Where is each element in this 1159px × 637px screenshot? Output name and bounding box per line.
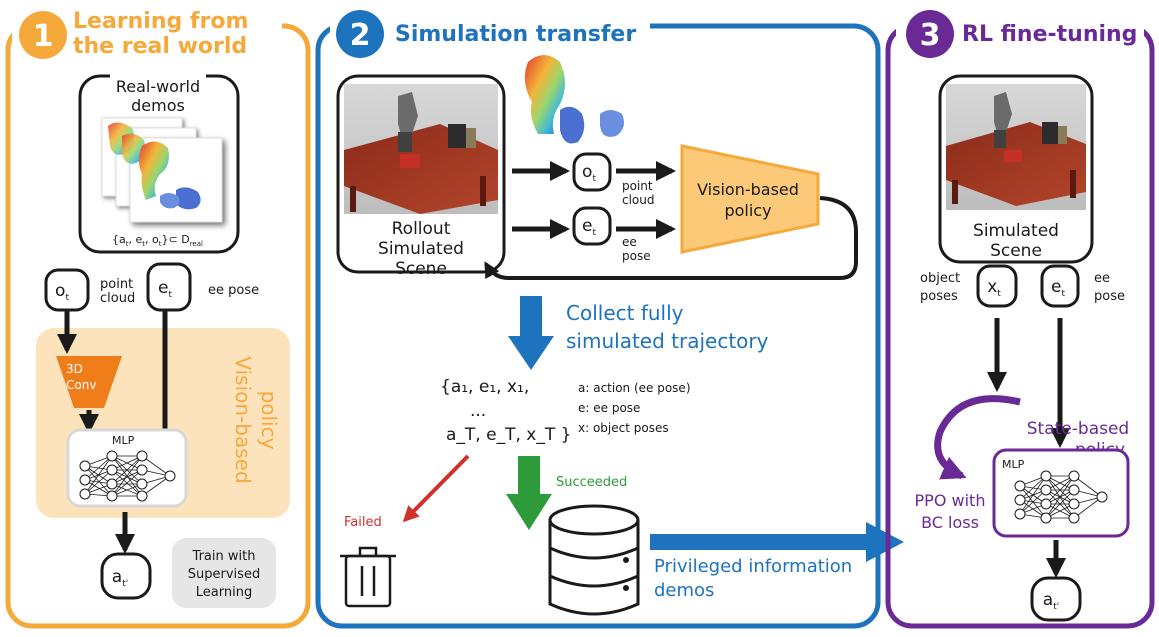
rl-ee-node: [1040, 264, 1080, 308]
observation-node-label: ot: [55, 281, 69, 303]
arrow-policy-feedback: [484, 196, 858, 280]
conv3d-block: [56, 356, 122, 408]
trajectory-legend: a: action (ee pose) e: ee pose x: object…: [578, 381, 691, 435]
section-3-badge: [906, 10, 954, 58]
point-cloud-label-line2: cloud: [100, 291, 135, 306]
ee-pose-label: ee pose: [208, 283, 259, 298]
arrow-succeeded: [506, 456, 552, 530]
point-cloud-label-line1: point: [100, 277, 133, 292]
section-2-number: 2: [350, 18, 371, 53]
mlp-label-1: MLP: [112, 434, 135, 447]
ppo-label-line1: PPO with: [915, 491, 986, 510]
sim-point-cloud-line2: cloud: [622, 193, 655, 207]
trajectory-line1: {a₁, e₁, x₁,: [440, 377, 529, 397]
arrow-failed: [402, 454, 470, 523]
object-pose-node: [976, 264, 1018, 308]
rl-ee-node-label: et: [1051, 277, 1065, 299]
simulated-point-cloud: [524, 55, 624, 144]
object-poses-label-line1: object: [920, 271, 960, 286]
sim-point-cloud-line1: point: [622, 179, 653, 193]
sim-vision-policy-block: [680, 144, 820, 254]
database-icon: [548, 504, 640, 616]
mlp-box-2: [992, 448, 1130, 538]
rl-scene-label-line1: Simulated: [973, 221, 1059, 241]
trajectory-line2: ...: [470, 401, 486, 421]
sim-ee-node-label: et: [582, 216, 596, 238]
section-3-number: 3: [920, 18, 941, 53]
arrow-demos-to-rl: [650, 522, 904, 562]
action-node-1: [100, 552, 152, 600]
demos-label-line1: Real-world: [116, 77, 200, 96]
vision-policy-label-line1: Vision-based: [231, 356, 255, 483]
action-node-1-label: at': [112, 567, 128, 589]
point-cloud-stack: [101, 117, 223, 223]
state-policy-label-line1: State-based: [1027, 419, 1129, 439]
trash-icon: [340, 546, 396, 608]
rollout-scene-image: [344, 84, 498, 214]
section-2-title: Simulation transfer: [395, 22, 636, 47]
legend-action: a: action (ee pose): [578, 381, 691, 395]
object-pose-node-label: xt: [987, 277, 1001, 299]
action-node-3: [1030, 576, 1082, 622]
mlp-network-2: [1014, 470, 1108, 524]
section-1-number: 1: [33, 19, 54, 54]
section-2-panel: 2 Simulation transfer Rollout Simulated …: [315, 8, 881, 629]
conv3d-label-line1: 3D: [66, 362, 83, 376]
conv3d-label-line2: Conv: [66, 378, 96, 392]
sim-ee-node: [572, 206, 612, 246]
privileged-label-line2: demos: [654, 580, 714, 601]
section-1-badge: [19, 11, 67, 59]
action-node-3-label: at': [1043, 590, 1059, 612]
sim-ee-label-line2: pose: [622, 249, 651, 263]
section-1-panel: 1 Learning from the real world Real-worl…: [5, 6, 311, 629]
section-2-badge: [336, 10, 384, 58]
section-1-title-line1: Learning from: [73, 9, 248, 34]
train-supervised-box: [172, 538, 276, 608]
sim-policy-label-line1: Vision-based: [697, 180, 799, 199]
train-label-line2: Supervised: [188, 567, 260, 582]
mlp-network-1: [79, 450, 176, 502]
collect-label-line2: simulated trajectory: [566, 329, 769, 353]
collect-label-line1: Collect fully: [566, 301, 684, 325]
mlp-label-2: MLP: [1002, 458, 1025, 471]
sim-policy-label-line2: policy: [724, 201, 771, 220]
legend-ee: e: ee pose: [578, 401, 640, 415]
section-3-panel: 3 RL fine-tuning Simulated Scene object …: [885, 8, 1155, 629]
failed-label: Failed: [344, 515, 382, 530]
arrow-collect: [508, 296, 554, 370]
rl-ee-label-line1: ee: [1094, 271, 1110, 286]
section-1-title-line2: the real world: [73, 34, 247, 59]
demos-label-line2: demos: [131, 96, 185, 115]
ppo-label-line2: BC loss: [921, 513, 979, 532]
rl-ee-label-line2: pose: [1094, 289, 1125, 304]
succeeded-label: Succeeded: [556, 475, 627, 490]
trajectory-line3: a_T, e_T, x_T }: [446, 425, 571, 445]
rollout-label-line1: Rollout: [392, 219, 451, 239]
sim-observation-node: [572, 152, 612, 192]
ppo-loop-arrow: [934, 395, 1021, 480]
train-label-line1: Train with: [192, 549, 256, 564]
sim-observation-node-label: ot: [582, 162, 596, 184]
rl-scene-label-line2: Scene: [990, 241, 1042, 261]
ee-pose-node: [146, 262, 192, 312]
legend-object: x: object poses: [578, 421, 669, 435]
ee-pose-node-label: et: [158, 278, 172, 300]
vision-policy-label-line2: policy: [257, 391, 281, 450]
rollout-label-line3: Scene: [395, 259, 447, 279]
section-3-title: RL fine-tuning: [962, 22, 1137, 47]
rollout-label-line2: Simulated: [378, 239, 464, 259]
dataset-label: {at, et, ot}⊂ Dreal: [112, 233, 203, 248]
sim-ee-label-line1: ee: [622, 235, 637, 249]
privileged-label-line1: Privileged information: [654, 556, 852, 577]
object-poses-label-line2: poses: [920, 289, 958, 304]
rl-scene-image: [946, 84, 1086, 210]
train-label-line3: Learning: [196, 585, 252, 600]
observation-node: [44, 268, 90, 312]
svg-text:{at, et, ot}⊂ Dreal: {at, et, ot}⊂ Dreal: [112, 233, 203, 248]
